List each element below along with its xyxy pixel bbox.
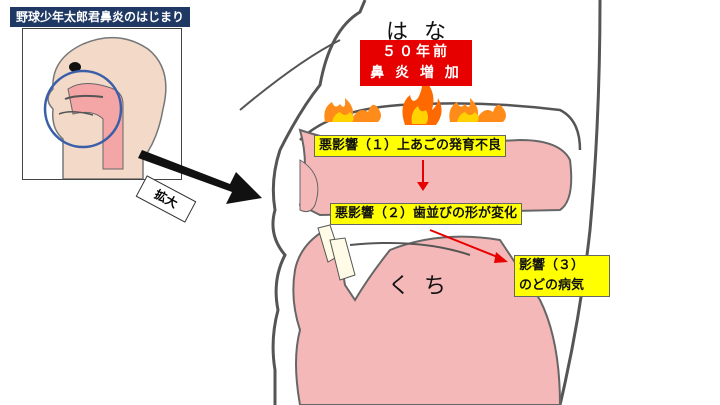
effect-3-line2: のどの病気 <box>519 278 585 293</box>
diagonal-arrow-icon <box>429 229 508 263</box>
mouth-tongue <box>292 228 562 405</box>
diagram-title: 野球少年太郎君鼻炎のはじまり <box>10 7 191 27</box>
fire-icon <box>402 75 442 125</box>
head-thumbnail-drawing <box>43 36 167 179</box>
mouth-label: くち <box>388 274 461 299</box>
effect-3-line1: 影響（３） <box>519 258 585 273</box>
down-arrow-icon <box>417 160 429 191</box>
eye <box>69 62 81 72</box>
effect-1-label: 悪影響（１）上あごの発育不良 <box>314 135 507 157</box>
effect-3-label: 影響（３） のどの病気 <box>514 255 610 297</box>
fire-icon-left <box>324 98 381 122</box>
rhinitis-box-line1: ５０年前 <box>382 44 450 60</box>
rhinitis-box-line2: 鼻 炎 増 加 <box>370 65 462 81</box>
fire-icon-right <box>449 98 506 122</box>
head-thumbnail <box>22 28 182 180</box>
expand-arrow-icon <box>138 150 262 204</box>
magnify-circle-icon <box>43 69 123 149</box>
rhinitis-increase-box: ５０年前 鼻 炎 増 加 <box>360 40 472 86</box>
lower-tooth <box>329 237 356 281</box>
effect-2-label: 悪影響（２）歯並びの形が変化 <box>330 203 523 225</box>
